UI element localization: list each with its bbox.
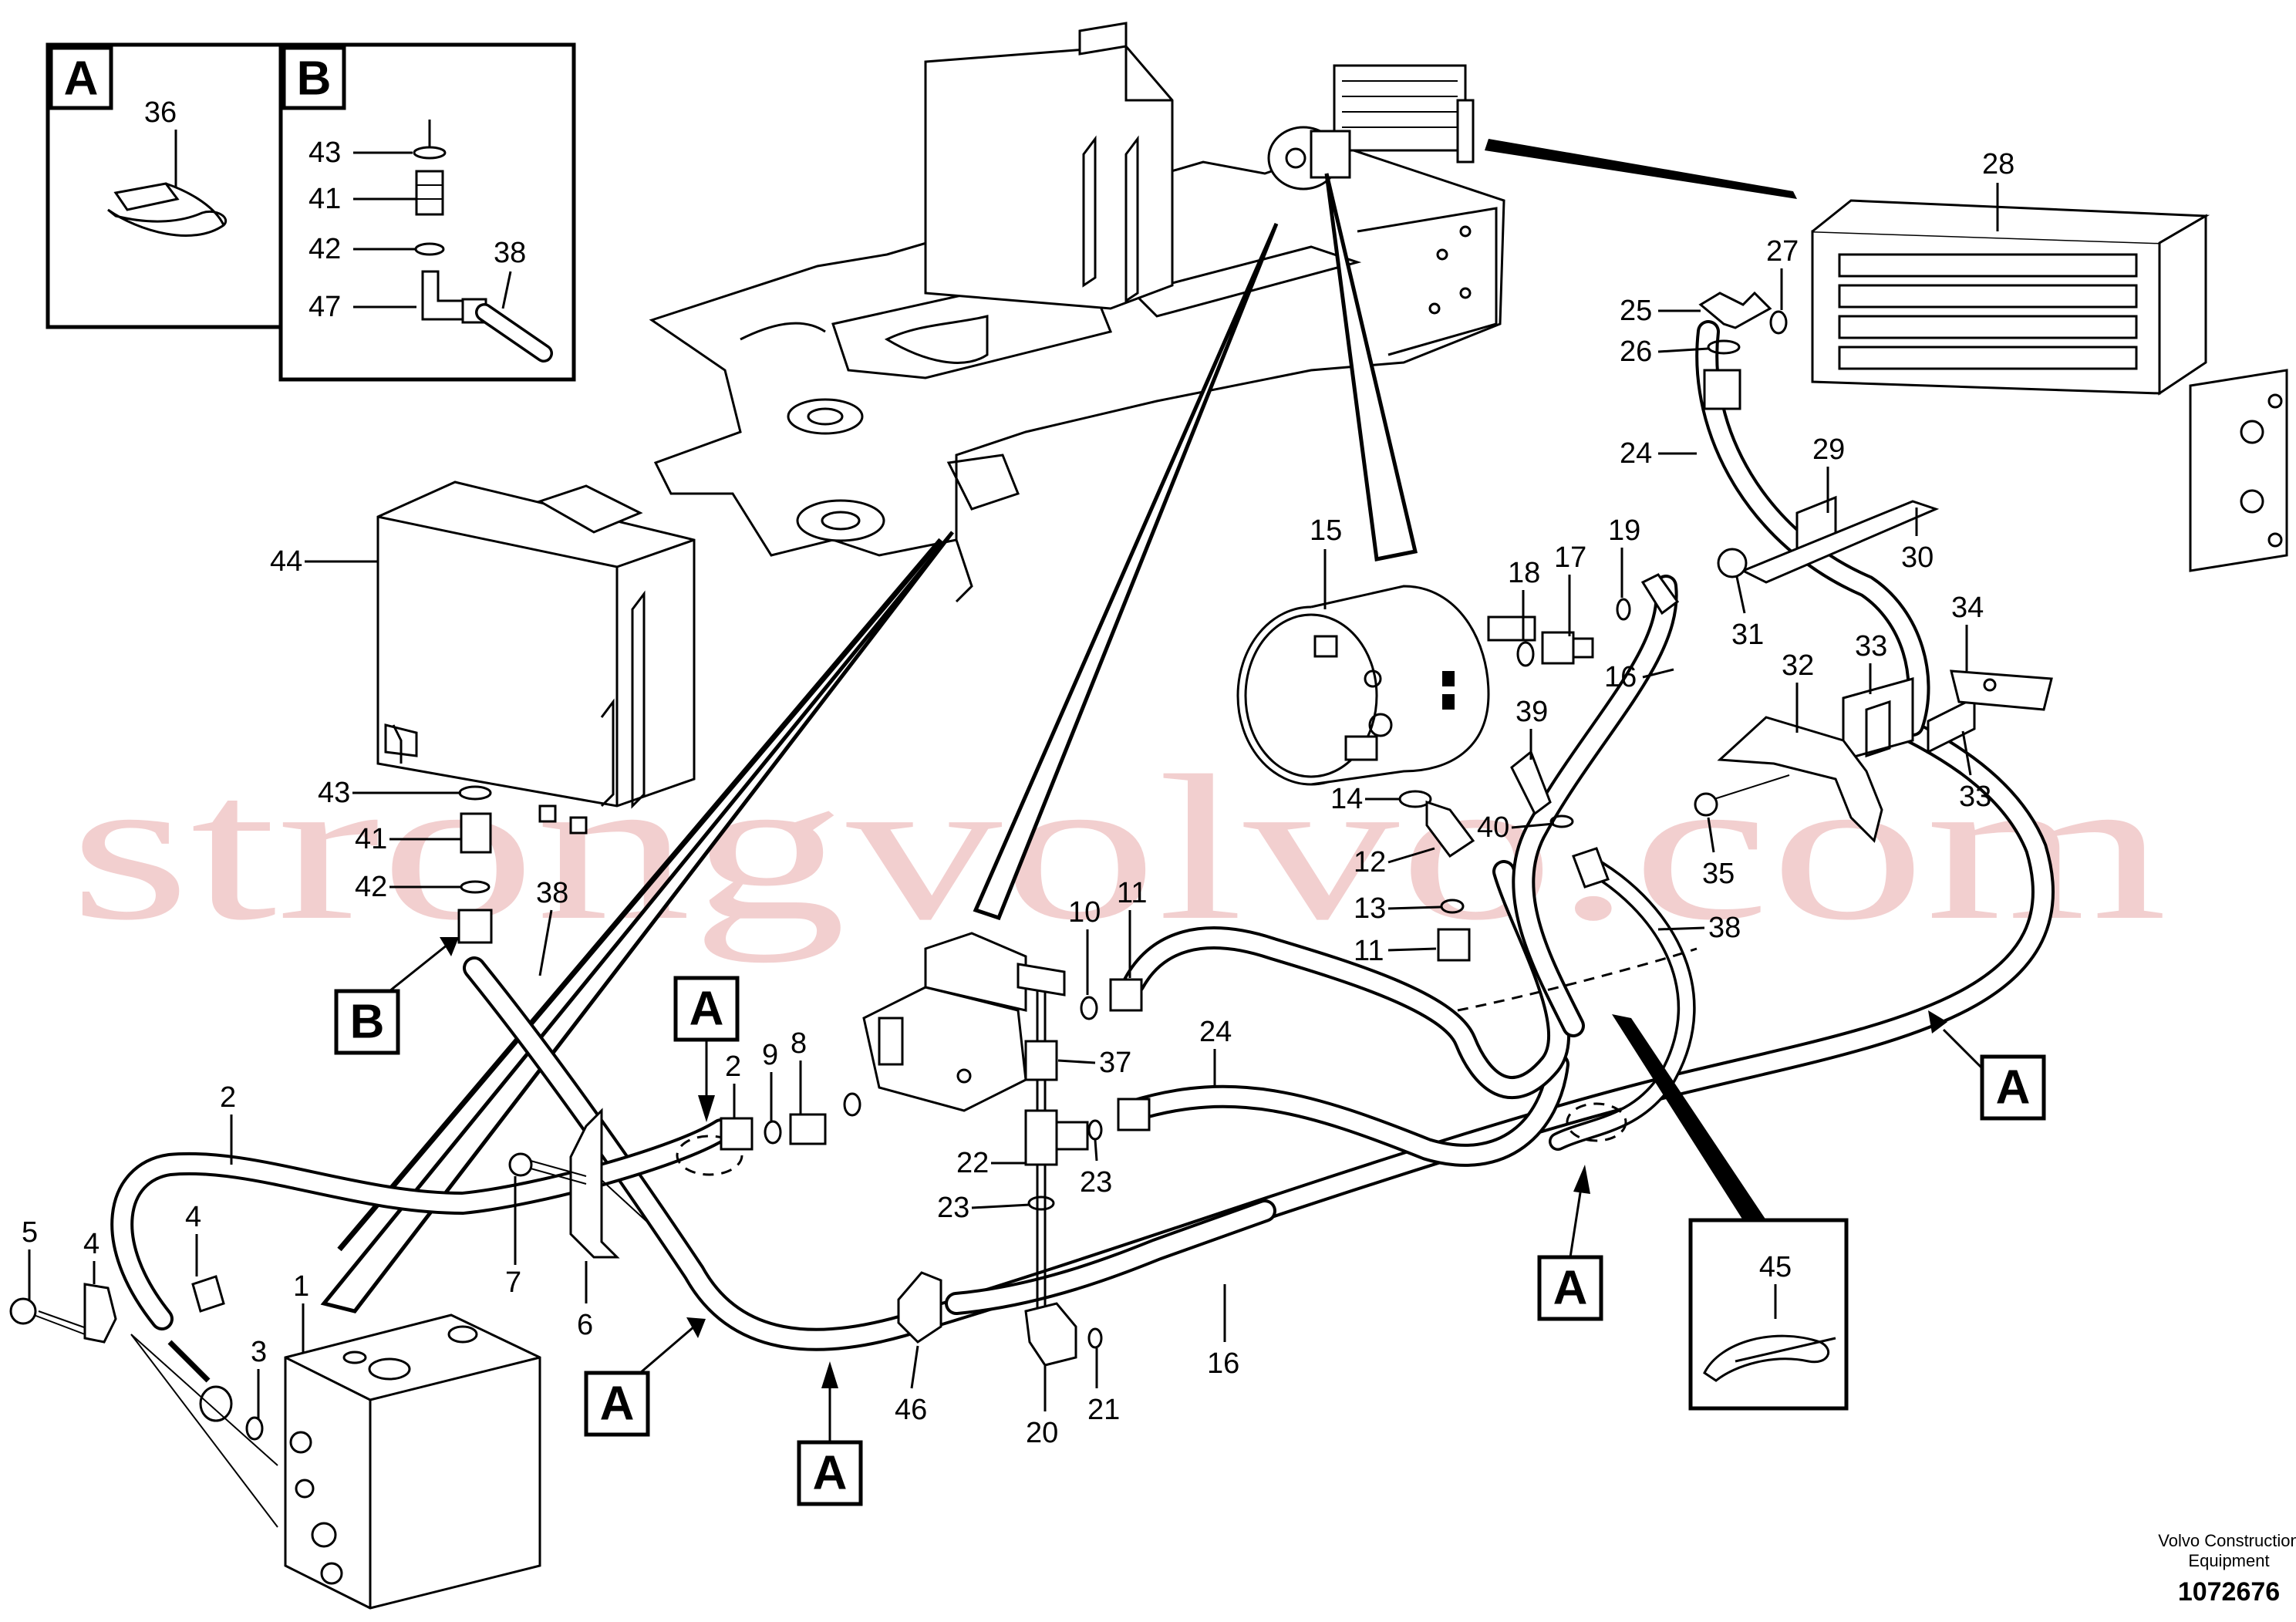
label-8: 8 xyxy=(791,1027,807,1060)
fan-motor-15 xyxy=(1236,585,1536,786)
label-6: 6 xyxy=(577,1309,593,1341)
part-labels: 1 2 2 3 4 4 5 6 7 8 9 10 11 11 12 13 14 … xyxy=(22,148,2014,1449)
label-43: 43 xyxy=(318,777,350,809)
label-37: 37 xyxy=(1099,1047,1131,1079)
tee-pipe-assembly xyxy=(1017,963,1103,1367)
label-22: 22 xyxy=(956,1147,989,1179)
label-33b: 33 xyxy=(1959,781,1991,813)
label-31: 31 xyxy=(1731,619,1764,651)
label-33: 33 xyxy=(1855,630,1887,663)
label-21: 21 xyxy=(1087,1394,1120,1426)
label-19: 19 xyxy=(1608,514,1640,547)
label-29: 29 xyxy=(1812,433,1845,466)
detail-45-label: 45 xyxy=(1759,1251,1792,1283)
detail-b-part-38: 38 xyxy=(494,237,526,269)
label-38b: 38 xyxy=(1708,912,1741,944)
label-20: 20 xyxy=(1026,1417,1058,1449)
label-5: 5 xyxy=(22,1216,38,1249)
marker-a-5: A xyxy=(1996,1061,2031,1114)
label-24b: 24 xyxy=(1199,1016,1232,1048)
label-4: 4 xyxy=(185,1201,201,1233)
label-16: 16 xyxy=(1604,661,1637,693)
doc-number: 1072676 xyxy=(2178,1577,2280,1607)
marker-a-2: A xyxy=(600,1378,635,1431)
clamp-46 xyxy=(897,1271,942,1344)
cable-tie-45-icon xyxy=(1703,1334,1836,1382)
label-12: 12 xyxy=(1354,846,1386,878)
label-2: 2 xyxy=(220,1081,236,1114)
label-28: 28 xyxy=(1982,148,2014,180)
clamp-assembly xyxy=(1694,495,2053,843)
label-24: 24 xyxy=(1620,437,1652,470)
flange-bolts xyxy=(9,1275,278,1528)
label-25: 25 xyxy=(1620,295,1652,327)
marker-b-1: B xyxy=(350,996,385,1049)
detail-b-part-47: 47 xyxy=(308,291,341,323)
detail-b-part-41: 41 xyxy=(308,183,341,215)
label-16b: 16 xyxy=(1207,1347,1239,1380)
detail-b-part-42: 42 xyxy=(308,233,341,265)
label-11: 11 xyxy=(1117,877,1147,909)
label-38: 38 xyxy=(536,877,568,909)
tank-44-fittings xyxy=(457,785,588,944)
cooler-fittings xyxy=(1698,291,1788,410)
label-23b: 23 xyxy=(1080,1166,1112,1199)
valve-block-1 xyxy=(284,1313,541,1610)
label-11b: 11 xyxy=(1354,935,1384,967)
marker-a-4: A xyxy=(1553,1262,1588,1315)
label-13: 13 xyxy=(1354,892,1386,925)
marker-a-1: A xyxy=(689,983,724,1036)
hose-fittings-center xyxy=(720,978,1151,1151)
detail-a-part-36: 36 xyxy=(144,96,177,129)
detail-b-letter: B xyxy=(297,52,332,106)
label-26: 26 xyxy=(1620,336,1652,368)
section-markers: A B A A A A 45 xyxy=(334,937,2046,1506)
label-42: 42 xyxy=(355,871,387,903)
label-44: 44 xyxy=(270,545,302,578)
machine-frame xyxy=(649,145,1505,603)
tank-44 xyxy=(376,481,696,809)
label-9: 9 xyxy=(762,1039,778,1071)
label-10: 10 xyxy=(1068,896,1101,929)
label-41: 41 xyxy=(355,823,387,855)
label-23: 23 xyxy=(937,1192,969,1224)
detail-box-a: A 36 xyxy=(46,42,283,329)
label-1: 1 xyxy=(293,1270,309,1303)
label-18: 18 xyxy=(1508,557,1540,589)
label-4b: 4 xyxy=(83,1228,99,1260)
cable-tie-36-icon xyxy=(107,182,227,237)
detail-b-part-43: 43 xyxy=(308,137,341,169)
clamp-6-7 xyxy=(508,1108,649,1259)
tank-on-frame xyxy=(924,22,1174,310)
label-27: 27 xyxy=(1766,235,1799,268)
label-14: 14 xyxy=(1330,783,1363,815)
label-15: 15 xyxy=(1310,514,1342,547)
label-46: 46 xyxy=(895,1394,927,1426)
label-17: 17 xyxy=(1554,541,1586,574)
label-30: 30 xyxy=(1901,541,1934,574)
small-motor-on-frame xyxy=(1267,126,1351,191)
label-32: 32 xyxy=(1782,649,1814,682)
marker-a-3: A xyxy=(813,1447,848,1500)
label-7: 7 xyxy=(505,1266,521,1299)
label-34: 34 xyxy=(1951,592,1984,624)
label-39: 39 xyxy=(1515,696,1548,728)
small-cooler-on-frame xyxy=(1333,64,1475,164)
detail-box-b: B 43 41 42 47 38 xyxy=(278,42,576,382)
label-40: 40 xyxy=(1477,811,1509,844)
motor-fittings xyxy=(1398,573,1680,962)
label-3: 3 xyxy=(251,1336,267,1368)
detail-a-letter: A xyxy=(64,52,99,106)
oil-cooler-28 xyxy=(1811,199,2288,572)
label-2b: 2 xyxy=(725,1050,741,1083)
label-35: 35 xyxy=(1702,858,1735,890)
